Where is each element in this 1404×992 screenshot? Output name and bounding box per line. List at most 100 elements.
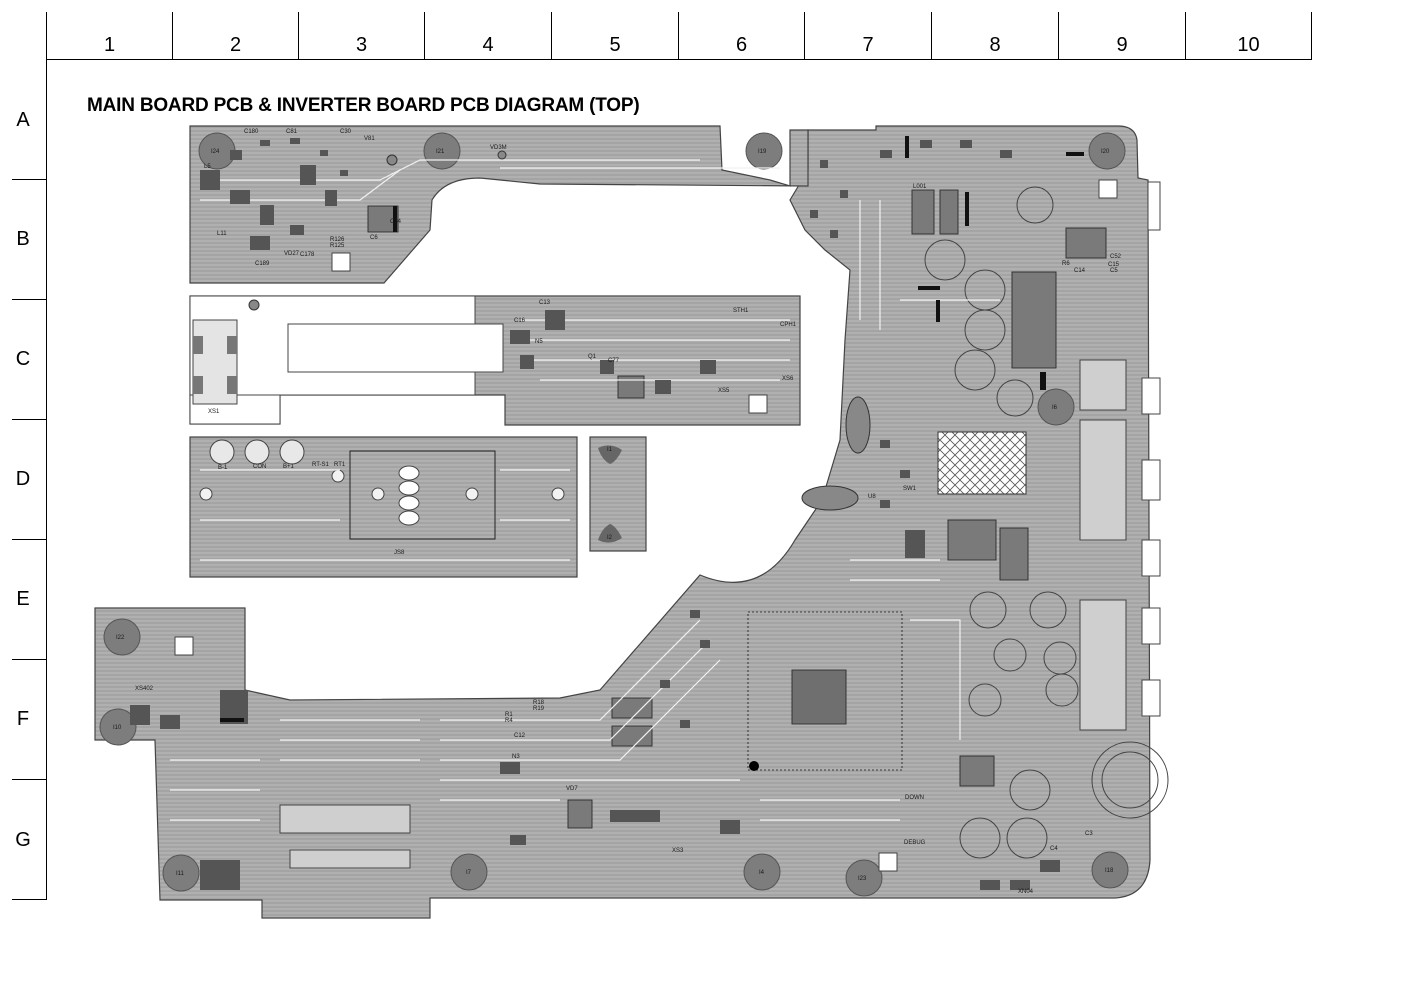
hole [465,487,479,501]
label-connector: XS6 [782,376,794,382]
pad [193,336,203,354]
col-divider [1058,12,1059,60]
row-label-b: B [16,228,30,250]
label-connector: XN04 [1018,889,1034,895]
column-label-4: 4 [482,34,494,56]
row-label-g: G [15,829,31,851]
column-label-8: 8 [989,34,1001,56]
label-part: C81 [286,129,298,135]
column-label-2: 2 [229,34,242,56]
hole [371,487,385,501]
crystal [845,396,871,454]
polarity-marks [220,136,1084,722]
label-connector: XS1 [208,409,220,415]
label-part: C3 [1085,831,1093,837]
fiducial [386,154,398,166]
label-part: C4 [1050,846,1058,852]
column-label-10: 10 [1237,34,1260,56]
label-screw-hole: I20 [1101,149,1110,155]
row-label-e: E [16,588,30,610]
label-part: R18 [533,700,545,706]
label-part: B-1 [218,465,228,471]
label-part: U8 [868,494,876,500]
label-connector: XS3 [672,848,684,854]
label-part: C5 [1110,268,1118,274]
row-divider [12,299,47,300]
row-label-d: D [15,468,31,490]
label-part: B+1 [283,464,295,470]
col-divider [678,12,679,60]
traces [170,159,1000,821]
col-divider [931,12,932,60]
label-part: R125 [330,243,345,249]
column-label-7: 7 [862,34,874,56]
label-part: VD27 [284,251,300,257]
label-screw-hole: I1 [607,447,613,453]
fiducial [248,299,260,311]
grid-left-border [46,59,47,900]
label-part: R6 [1062,261,1070,267]
label-part: C34 [390,219,402,225]
label-part: DOWN [905,795,924,801]
col-divider [1311,12,1312,60]
col-divider [1185,12,1186,60]
label-part: N5 [535,339,543,345]
column-label-3: 3 [355,34,368,56]
label-screw-hole: I23 [858,876,867,882]
pad [227,336,237,354]
shield-area [937,431,1027,495]
label-part: Q1 [588,354,597,360]
label-connector: XS402 [135,686,154,692]
row-divider [12,179,47,180]
hole [331,469,345,483]
label-screw-hole: I19 [758,149,767,155]
grid-bottom-left-tick [12,899,47,900]
label-part: R1 [505,712,513,718]
label-part: R19 [533,706,545,712]
diagram-title: MAIN BOARD PCB & INVERTER BOARD PCB DIAG… [87,95,640,116]
col-divider [46,12,47,60]
label-part: CPH1 [780,322,797,328]
label-part: C180 [244,129,259,135]
connector-strips [279,359,1127,869]
row-divider [12,539,47,540]
main-ic-outline [747,611,903,771]
label-part: VD7 [566,786,578,792]
label-screw-hole: I24 [211,149,220,155]
column-label-9: 9 [1116,34,1128,56]
label-part: C12 [514,733,526,739]
label-connector: JS8 [394,550,405,556]
label-part: STH1 [733,308,749,314]
col-divider [424,12,425,60]
main-ic [791,669,847,725]
hole [551,487,565,501]
capacitors [924,186,1169,859]
label-screw-hole: I6 [1052,405,1058,411]
label-connector: XS5 [718,388,730,394]
col-divider [172,12,173,60]
js8-outline [349,450,496,540]
label-part: C30 [340,129,352,135]
label-part: R4 [505,718,513,724]
label-part: C77 [608,358,620,364]
row-divider [12,779,47,780]
label-screw-hole: I21 [436,149,445,155]
column-label-6: 6 [735,34,748,56]
col-divider [298,12,299,60]
top-left-board [189,125,809,284]
label-screw-hole: I4 [759,870,765,876]
screw-holes [99,132,1129,897]
label-part: C6 [370,235,378,241]
label-part: C14 [1074,268,1086,274]
label-part: R126 [330,237,345,243]
ic-packages [367,189,1107,829]
label-part: VD3M [490,145,507,151]
label-screw-hole: I22 [116,635,125,641]
label-part: C16 [514,318,526,324]
label-screw-hole: I18 [1105,868,1114,874]
crystal [801,485,859,511]
col-divider [551,12,552,60]
label-part: V81 [364,136,375,142]
label-part: L11 [217,231,227,237]
